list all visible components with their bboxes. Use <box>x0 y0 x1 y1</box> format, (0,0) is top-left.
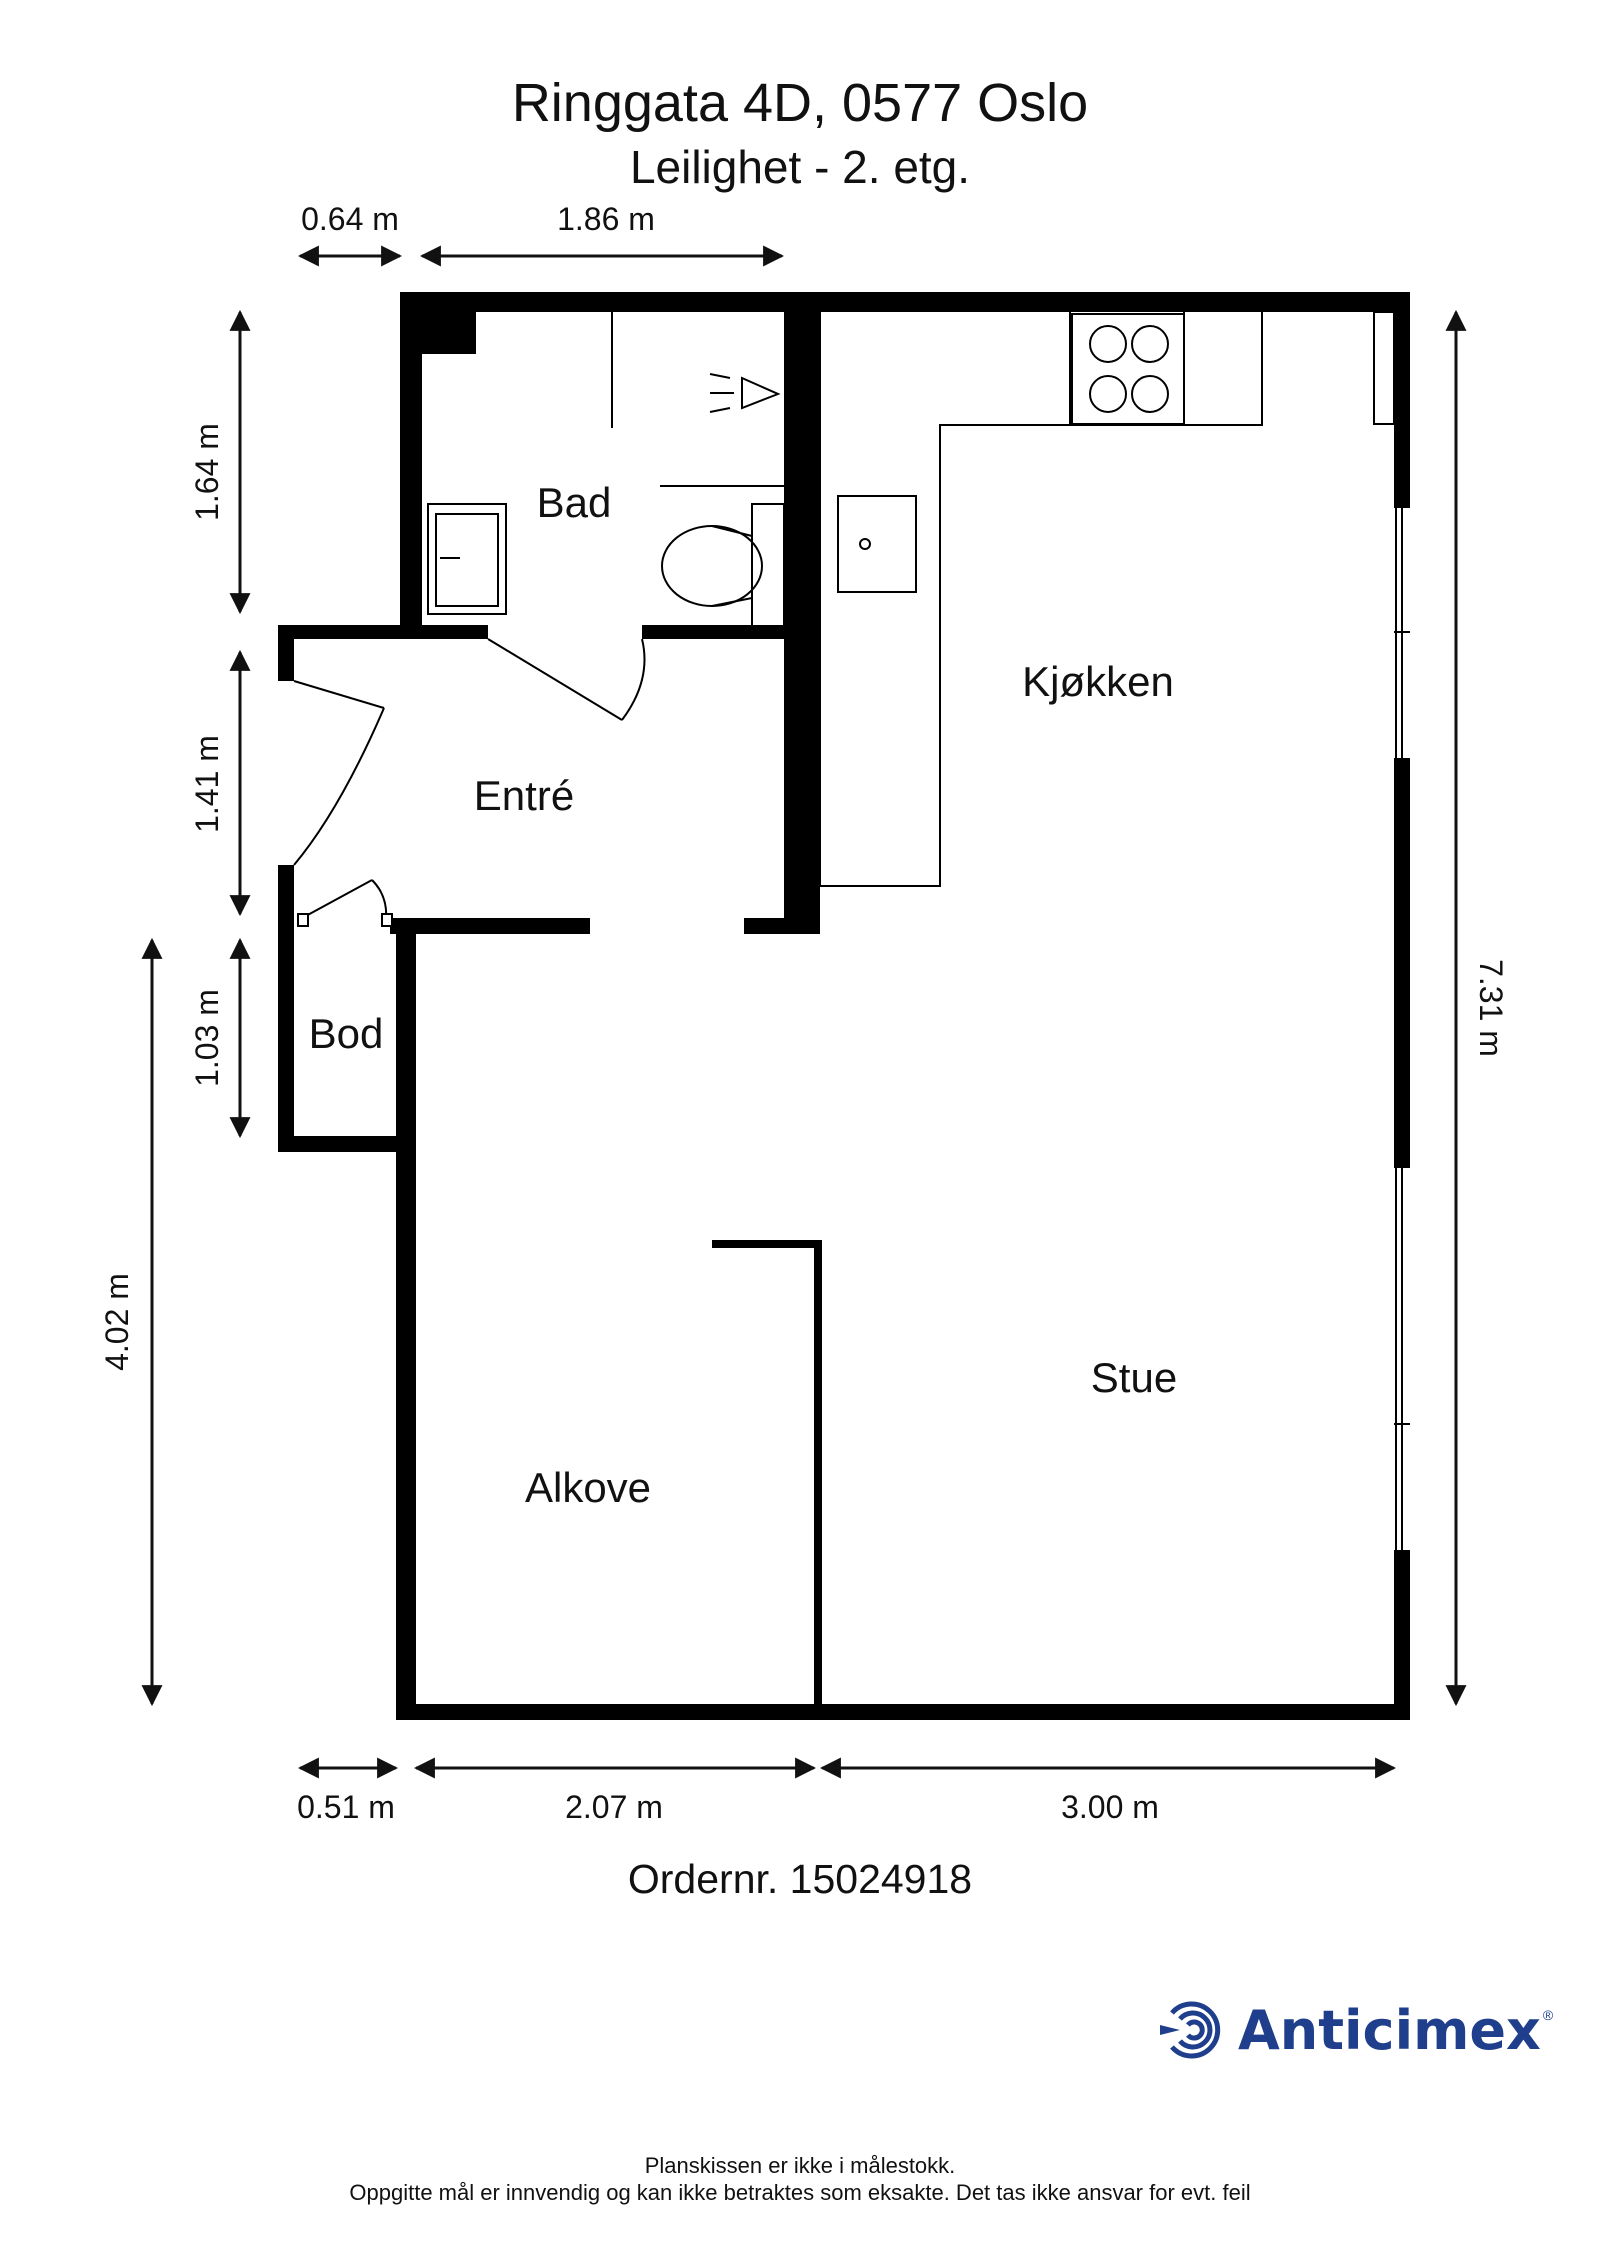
floor-plan: Bad Entré Bod Kjøkken Alkove Stue 0.64 m… <box>99 201 1509 1825</box>
room-label-kjokken: Kjøkken <box>1022 658 1174 705</box>
disclaimer-line-1: Planskissen er ikke i målestokk. <box>644 2153 956 2178</box>
anticimex-logo-icon <box>1160 2001 1221 2059</box>
room-label-bad: Bad <box>537 479 612 526</box>
dim-bottom-3: 3.00 m <box>1061 1789 1159 1825</box>
room-label-alkove: Alkove <box>525 1464 651 1511</box>
doors <box>293 638 646 927</box>
shower-head-icon <box>741 376 781 410</box>
dim-bottom-1: 0.51 m <box>297 1789 395 1825</box>
dim-bottom-2: 2.07 m <box>565 1789 663 1825</box>
room-label-entre: Entré <box>474 772 574 819</box>
order-number: Ordernr. 15024918 <box>627 1856 973 1902</box>
logo-text: Anticimex <box>1238 1998 1541 2062</box>
floorplan-subtitle: Leilighet - 2. etg. <box>629 141 971 193</box>
logo-registered-mark: ® <box>1542 2007 1554 2023</box>
dim-left-3: 1.03 m <box>189 989 225 1087</box>
dim-left-1: 1.64 m <box>189 423 225 521</box>
walls <box>278 292 1410 1720</box>
disclaimer-line-2: Oppgitte mål er innvendig og kan ikke be… <box>349 2180 1251 2205</box>
kitchen-counter <box>819 311 1395 887</box>
dim-right: 7.31 m <box>1473 959 1509 1057</box>
dim-left-4: 4.02 m <box>99 1273 135 1371</box>
windows <box>1394 508 1410 1550</box>
dim-top-left: 0.64 m <box>301 201 399 237</box>
dim-left-2: 1.41 m <box>189 735 225 833</box>
dimension-lines <box>141 245 1467 1779</box>
room-label-bod: Bod <box>309 1010 384 1057</box>
dim-top-mid: 1.86 m <box>557 201 655 237</box>
floorplan-title: Ringgata 4D, 0577 Oslo <box>511 73 1089 133</box>
bathroom-fixtures <box>427 312 785 629</box>
bathroom-sink-icon <box>427 503 507 615</box>
room-label-stue: Stue <box>1091 1354 1177 1401</box>
anticimex-logo: Anticimex ® <box>1160 1995 1553 2065</box>
sink-icon <box>837 495 917 593</box>
toilet-icon <box>751 503 785 629</box>
